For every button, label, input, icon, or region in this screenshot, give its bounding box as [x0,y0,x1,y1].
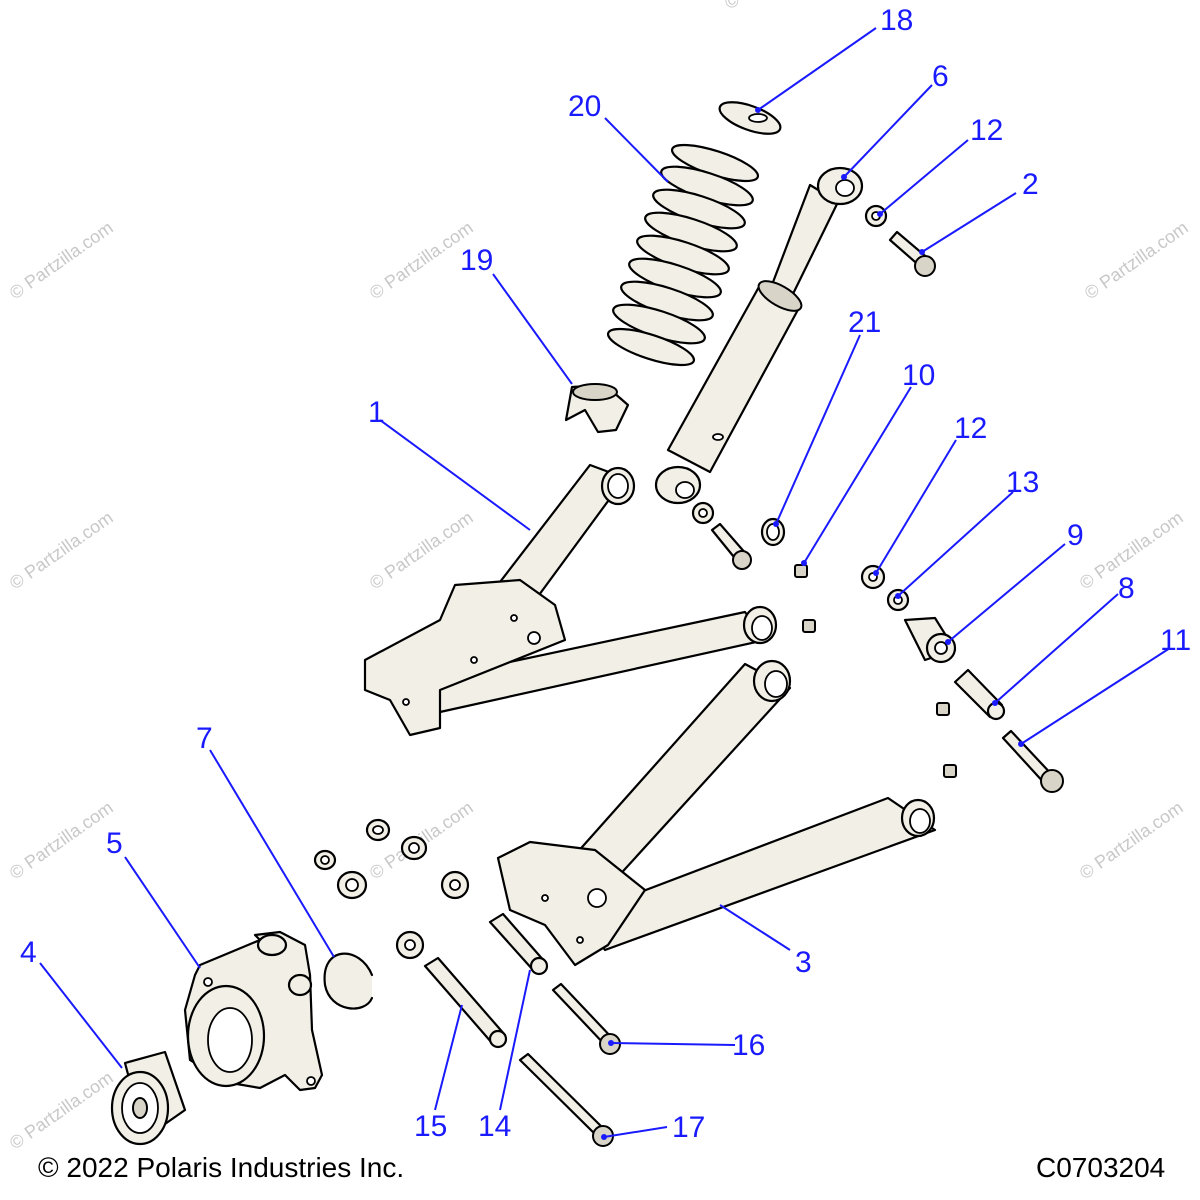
bearing-part [110,1050,187,1146]
callout-label: 2 [1022,168,1039,201]
long-sleeve-part [423,956,508,1049]
callout-label: 1 [368,396,385,429]
callout-label: 18 [880,4,913,37]
snap-ring-part [323,952,374,1010]
hub-knuckle-part [183,930,324,1092]
watermark: © Partzilla.com [366,507,477,593]
callout-label: 11 [1160,624,1191,657]
watermark: © Partzilla.com [6,507,117,593]
pivot-washer-part [886,588,910,612]
callout-label: 6 [932,60,949,93]
bolt-17-part [518,1052,614,1147]
callout-label: 12 [970,114,1003,147]
callout-label: 16 [732,1029,765,1062]
bolt-16-part [551,982,621,1055]
callout-label: 20 [568,90,601,123]
lower-bolt-part [710,522,752,570]
shock-absorber-part [654,166,864,505]
callout-label: 12 [954,412,987,445]
watermark: © Partzilla.com [6,797,117,883]
callout-label: 7 [196,722,213,755]
lower-bushing-part [691,501,715,525]
upper-a-arm-part [363,463,778,737]
watermark: © Partzilla.com [6,217,117,303]
pivot-bolt-part [1001,729,1064,793]
callout-label: 15 [414,1110,447,1143]
callout-labels: 18 6 20 12 2 19 21 10 1 12 13 9 8 11 7 5… [20,4,1191,1144]
callout-label: 10 [902,359,935,392]
copyright-text: © 2022 Polaris Industries Inc. [38,1152,405,1183]
callout-label: 4 [20,936,37,969]
sleeve-part [488,912,549,976]
pivot-sleeve-part [953,668,1006,721]
callout-dots [601,107,1024,1140]
spring-retainer-part [718,101,782,135]
callout-label: 17 [672,1111,705,1144]
upper-bushing-part [864,204,888,228]
pivot-bushing-part [860,564,886,590]
watermark: © Partzilla.com [6,1067,117,1153]
grease-fitting-part [794,564,957,778]
watermark: © Partzilla.com [721,0,832,13]
coil-spring-part [606,143,760,367]
callout-leaders [39,27,1171,1138]
watermark: © Partzilla.com [1076,797,1187,883]
spring-seat-part [564,383,630,434]
arm-bushing-part [313,818,470,960]
upper-bolt-part [888,230,936,277]
lower-a-arm-part [496,659,937,967]
watermark: © Partzilla.com [1081,217,1192,303]
callout-label: 19 [460,244,493,277]
callout-label: 21 [848,306,881,339]
callout-label: 9 [1067,519,1084,552]
o-ring-part [760,517,786,547]
callout-label: 3 [795,946,812,979]
watermarks: © Partzilla.com © Partzilla.com © Partzi… [6,0,1192,1153]
callout-label: 14 [478,1110,511,1143]
callout-label: 8 [1118,572,1135,605]
figure-code: C0703204 [1036,1152,1166,1183]
callout-label: 13 [1006,466,1039,499]
callout-label: 5 [106,827,123,860]
